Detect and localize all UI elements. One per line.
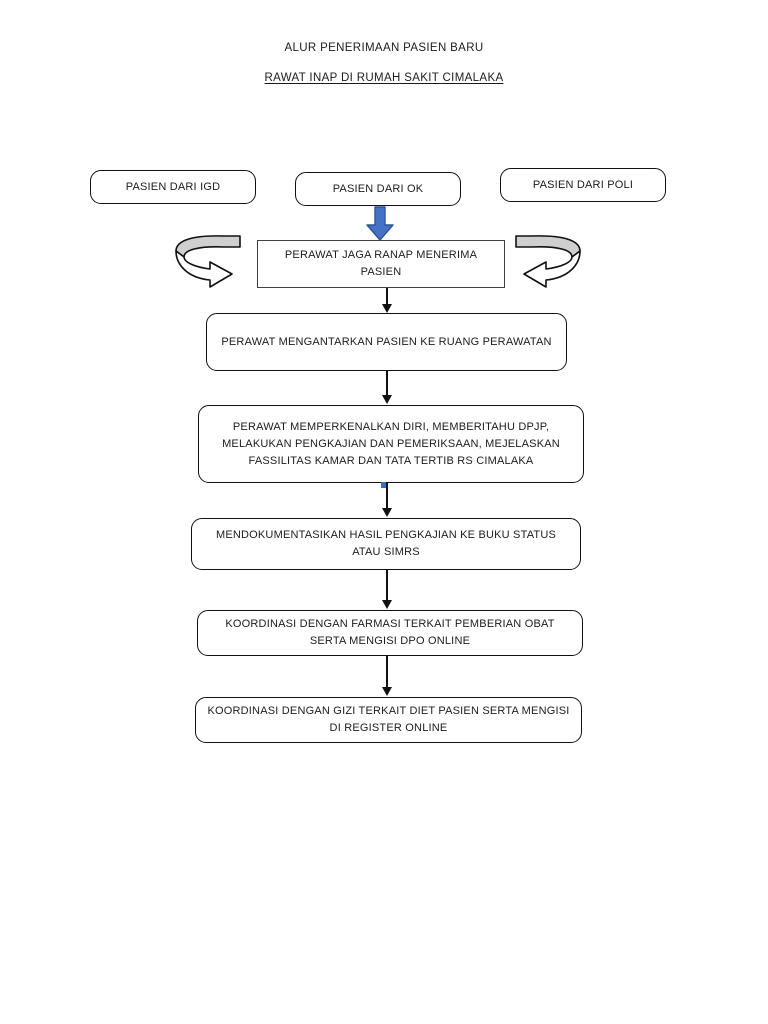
blue-down-arrow-icon bbox=[362, 206, 398, 242]
node-label: KOORDINASI DENGAN GIZI TERKAIT DIET PASI… bbox=[207, 705, 570, 734]
node-label: MENDOKUMENTASIKAN HASIL PENGKAJIAN KE BU… bbox=[215, 529, 557, 558]
circular-arrow-right-icon bbox=[172, 233, 244, 295]
node-perawat-memperkenalkan-diri[interactable]: PERAWAT MEMPERKENALKAN DIRI, MEMBERITAHU… bbox=[198, 405, 584, 483]
connector-arrow-terima-to-antar bbox=[386, 288, 388, 305]
node-pasien-dari-igd[interactable]: PASIEN DARI IGD bbox=[90, 170, 256, 204]
title-line-1: ALUR PENERIMAAN PASIEN BARU bbox=[284, 42, 484, 54]
node-pasien-dari-poli[interactable]: PASIEN DARI POLI bbox=[500, 168, 666, 202]
connector-arrow-dokum-to-farmasi bbox=[386, 570, 388, 601]
node-koordinasi-gizi[interactable]: KOORDINASI DENGAN GIZI TERKAIT DIET PASI… bbox=[195, 697, 582, 743]
page-title: ALUR PENERIMAAN PASIEN BARU RAWAT INAP D… bbox=[0, 40, 768, 86]
blue-speck-artifact bbox=[381, 482, 386, 488]
node-mendokumentasikan-hasil-pengkajian[interactable]: MENDOKUMENTASIKAN HASIL PENGKAJIAN KE BU… bbox=[191, 518, 581, 570]
node-label: KOORDINASI DENGAN FARMASI TERKAIT PEMBER… bbox=[225, 618, 555, 647]
node-label: PASIEN DARI POLI bbox=[532, 178, 634, 191]
title-line-2: RAWAT INAP DI RUMAH SAKIT CIMALAKA bbox=[264, 72, 504, 84]
connector-arrow-antar-to-kenal bbox=[386, 371, 388, 396]
node-perawat-mengantarkan-pasien[interactable]: PERAWAT MENGANTARKAN PASIEN KE RUANG PER… bbox=[206, 313, 567, 371]
node-pasien-dari-ok[interactable]: PASIEN DARI OK bbox=[295, 172, 461, 206]
node-label: PERAWAT MENGANTARKAN PASIEN KE RUANG PER… bbox=[221, 335, 552, 348]
node-label: PASIEN DARI IGD bbox=[125, 180, 221, 193]
circular-arrow-left-icon bbox=[512, 233, 584, 295]
node-label: PASIEN DARI OK bbox=[332, 182, 424, 195]
connector-arrow-farmasi-to-gizi bbox=[386, 656, 388, 688]
node-perawat-jaga-ranap-menerima-pasien[interactable]: PERAWAT JAGA RANAP MENERIMA PASIEN bbox=[257, 240, 505, 288]
node-label: PERAWAT MEMPERKENALKAN DIRI, MEMBERITAHU… bbox=[222, 420, 560, 467]
connector-arrow-kenal-to-dokum bbox=[386, 483, 388, 509]
node-label: PERAWAT JAGA RANAP MENERIMA PASIEN bbox=[284, 249, 478, 278]
node-koordinasi-farmasi[interactable]: KOORDINASI DENGAN FARMASI TERKAIT PEMBER… bbox=[197, 610, 583, 656]
